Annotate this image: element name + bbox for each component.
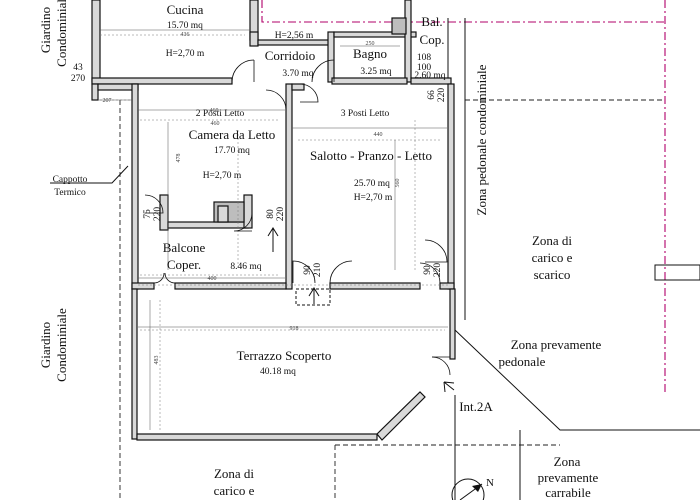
cucina-height: H=2,70 m: [166, 49, 205, 59]
giardino-top-1: Giardino: [38, 7, 53, 53]
terrazzo-name: Terrazzo Scoperto: [237, 348, 332, 363]
prev-carrabile-3: carrabile: [545, 485, 591, 500]
giardino-bottom-2: Condominiale: [54, 308, 69, 382]
room-balcone-small: Bal. Cop. 108 100 2.60 mq: [414, 14, 445, 81]
prev-pedonale-1: Zona prevamente: [511, 337, 602, 352]
giardino-bottom-1: Giardino: [38, 322, 53, 368]
carico-bottom-1: Zona di: [214, 466, 254, 481]
property-boundaries: [119, 0, 700, 500]
room-bagno: 250 Bagno 3.25 mq: [353, 41, 392, 77]
camera-height: H=2,70 m: [203, 171, 242, 181]
guides: [100, 34, 450, 430]
dim-207: 207: [103, 98, 112, 104]
opening-90-210-h: 210: [313, 263, 323, 278]
cucina-area: 15.70 mq: [167, 21, 203, 31]
bal-cop-line1: Bal.: [421, 14, 442, 29]
balcone-area: 8.46 mq: [230, 262, 261, 272]
arrow-diagonal-icon: [443, 381, 455, 393]
opening-66-w: 66: [427, 90, 437, 100]
camera-area: 17.70 mq: [214, 146, 250, 156]
entry-arrows: [267, 227, 455, 393]
north-compass: N: [451, 477, 494, 500]
prev-carrabile-1: Zona: [554, 454, 581, 469]
cappotto-1: Cappotto: [53, 175, 88, 185]
balcone-line1: Balcone: [163, 240, 206, 255]
int-label: Int.2A: [459, 399, 493, 414]
dim-460: 460: [210, 108, 219, 114]
carico-right-2: carico e: [532, 250, 573, 265]
opening-90-210-w: 90: [303, 265, 313, 275]
corridoio-area: 3.70 mq: [282, 69, 313, 79]
room-terrazzo: 918 Terrazzo Scoperto 40.18 mq 483: [154, 326, 331, 377]
room-cucina: Cucina 15.70 mq 436 H=2,70 m: [166, 2, 205, 59]
opening-75-h: 220: [153, 207, 163, 222]
balcone-line2: Coper.: [167, 257, 201, 272]
opening-80-h: 220: [276, 207, 286, 222]
arrow-up-icon: [267, 227, 279, 252]
room-balcone: Balcone Coper. 8.46 mq 400: [163, 240, 262, 282]
prev-carrabile-2: prevamente: [538, 470, 599, 485]
balcone-dim: 400: [208, 276, 217, 282]
corridoio-name: Corridoio: [265, 48, 316, 63]
opening-75-w: 75: [143, 209, 153, 219]
doors: [144, 59, 451, 376]
zona-pedonale-condominiale: Zona pedonale condominiale: [474, 64, 489, 215]
room-camera: 2 Posti Letto 460 Camera da Letto 17.70 …: [176, 109, 275, 181]
camera-name: Camera da Letto: [189, 127, 276, 142]
carico-right-1: Zona di: [532, 233, 572, 248]
bal-cop-dim1: 108: [417, 53, 432, 63]
arrow-up-icon: [308, 287, 320, 304]
room-salotto: 3 Posti Letto 440 Salotto - Pranzo - Let…: [310, 109, 432, 203]
salotto-height: H=2,70 m: [354, 193, 393, 203]
salotto-dim-h: 440: [374, 132, 383, 138]
exterior-labels: Giardino Condominiale Giardino Condomini…: [38, 0, 602, 500]
north-label: N: [486, 477, 494, 489]
bagno-name: Bagno: [353, 46, 387, 61]
cappotto-2: Termico: [54, 188, 86, 198]
carico-right-3: scarico: [534, 267, 571, 282]
camera-dim-v: 478: [176, 154, 182, 163]
salotto-area: 25.70 mq: [354, 179, 390, 189]
terrazzo-dim-v: 483: [154, 356, 160, 365]
misc-dims: 43 270 207 460: [71, 63, 219, 114]
bal-cop-line2: Cop.: [420, 32, 445, 47]
bal-cop-area: 2.60 mq: [414, 71, 445, 81]
dimension-lines: [98, 29, 448, 430]
carico-bottom-2: carico e: [214, 483, 255, 498]
opening-90-220-w: 90: [423, 265, 433, 275]
salotto-dim-v: 560: [395, 179, 401, 188]
camera-dim-h: 460: [211, 121, 220, 127]
dim-270: 270: [71, 74, 86, 84]
prev-pedonale-2: pedonale: [499, 354, 546, 369]
salotto-beds: 3 Posti Letto: [341, 109, 390, 119]
terrazzo-area: 40.18 mq: [260, 367, 296, 377]
walls: [91, 0, 456, 441]
cucina-name: Cucina: [167, 2, 204, 17]
corridoio-height: H=2,56 m: [275, 31, 314, 41]
camera-beds: 2 Posti Letto: [196, 109, 245, 119]
openings: 66 220 75 220 80 220 90 210 90 220: [143, 88, 447, 278]
dim-43: 43: [73, 63, 83, 73]
bal-cop-dim2: 100: [417, 63, 432, 73]
bagno-area: 3.25 mq: [360, 67, 391, 77]
bagno-dim: 250: [366, 41, 375, 47]
room-corridoio: H=2,56 m Corridoio 3.70 mq: [265, 31, 316, 79]
terrazzo-dim-h: 918: [290, 326, 299, 332]
cucina-dim: 436: [181, 32, 190, 38]
salotto-name: Salotto - Pranzo - Letto: [310, 148, 432, 163]
opening-80-w: 80: [266, 209, 276, 219]
opening-66-h: 220: [437, 88, 447, 103]
opening-90-220-h: 220: [433, 263, 443, 278]
giardino-top-2: Condominiale: [54, 0, 69, 67]
